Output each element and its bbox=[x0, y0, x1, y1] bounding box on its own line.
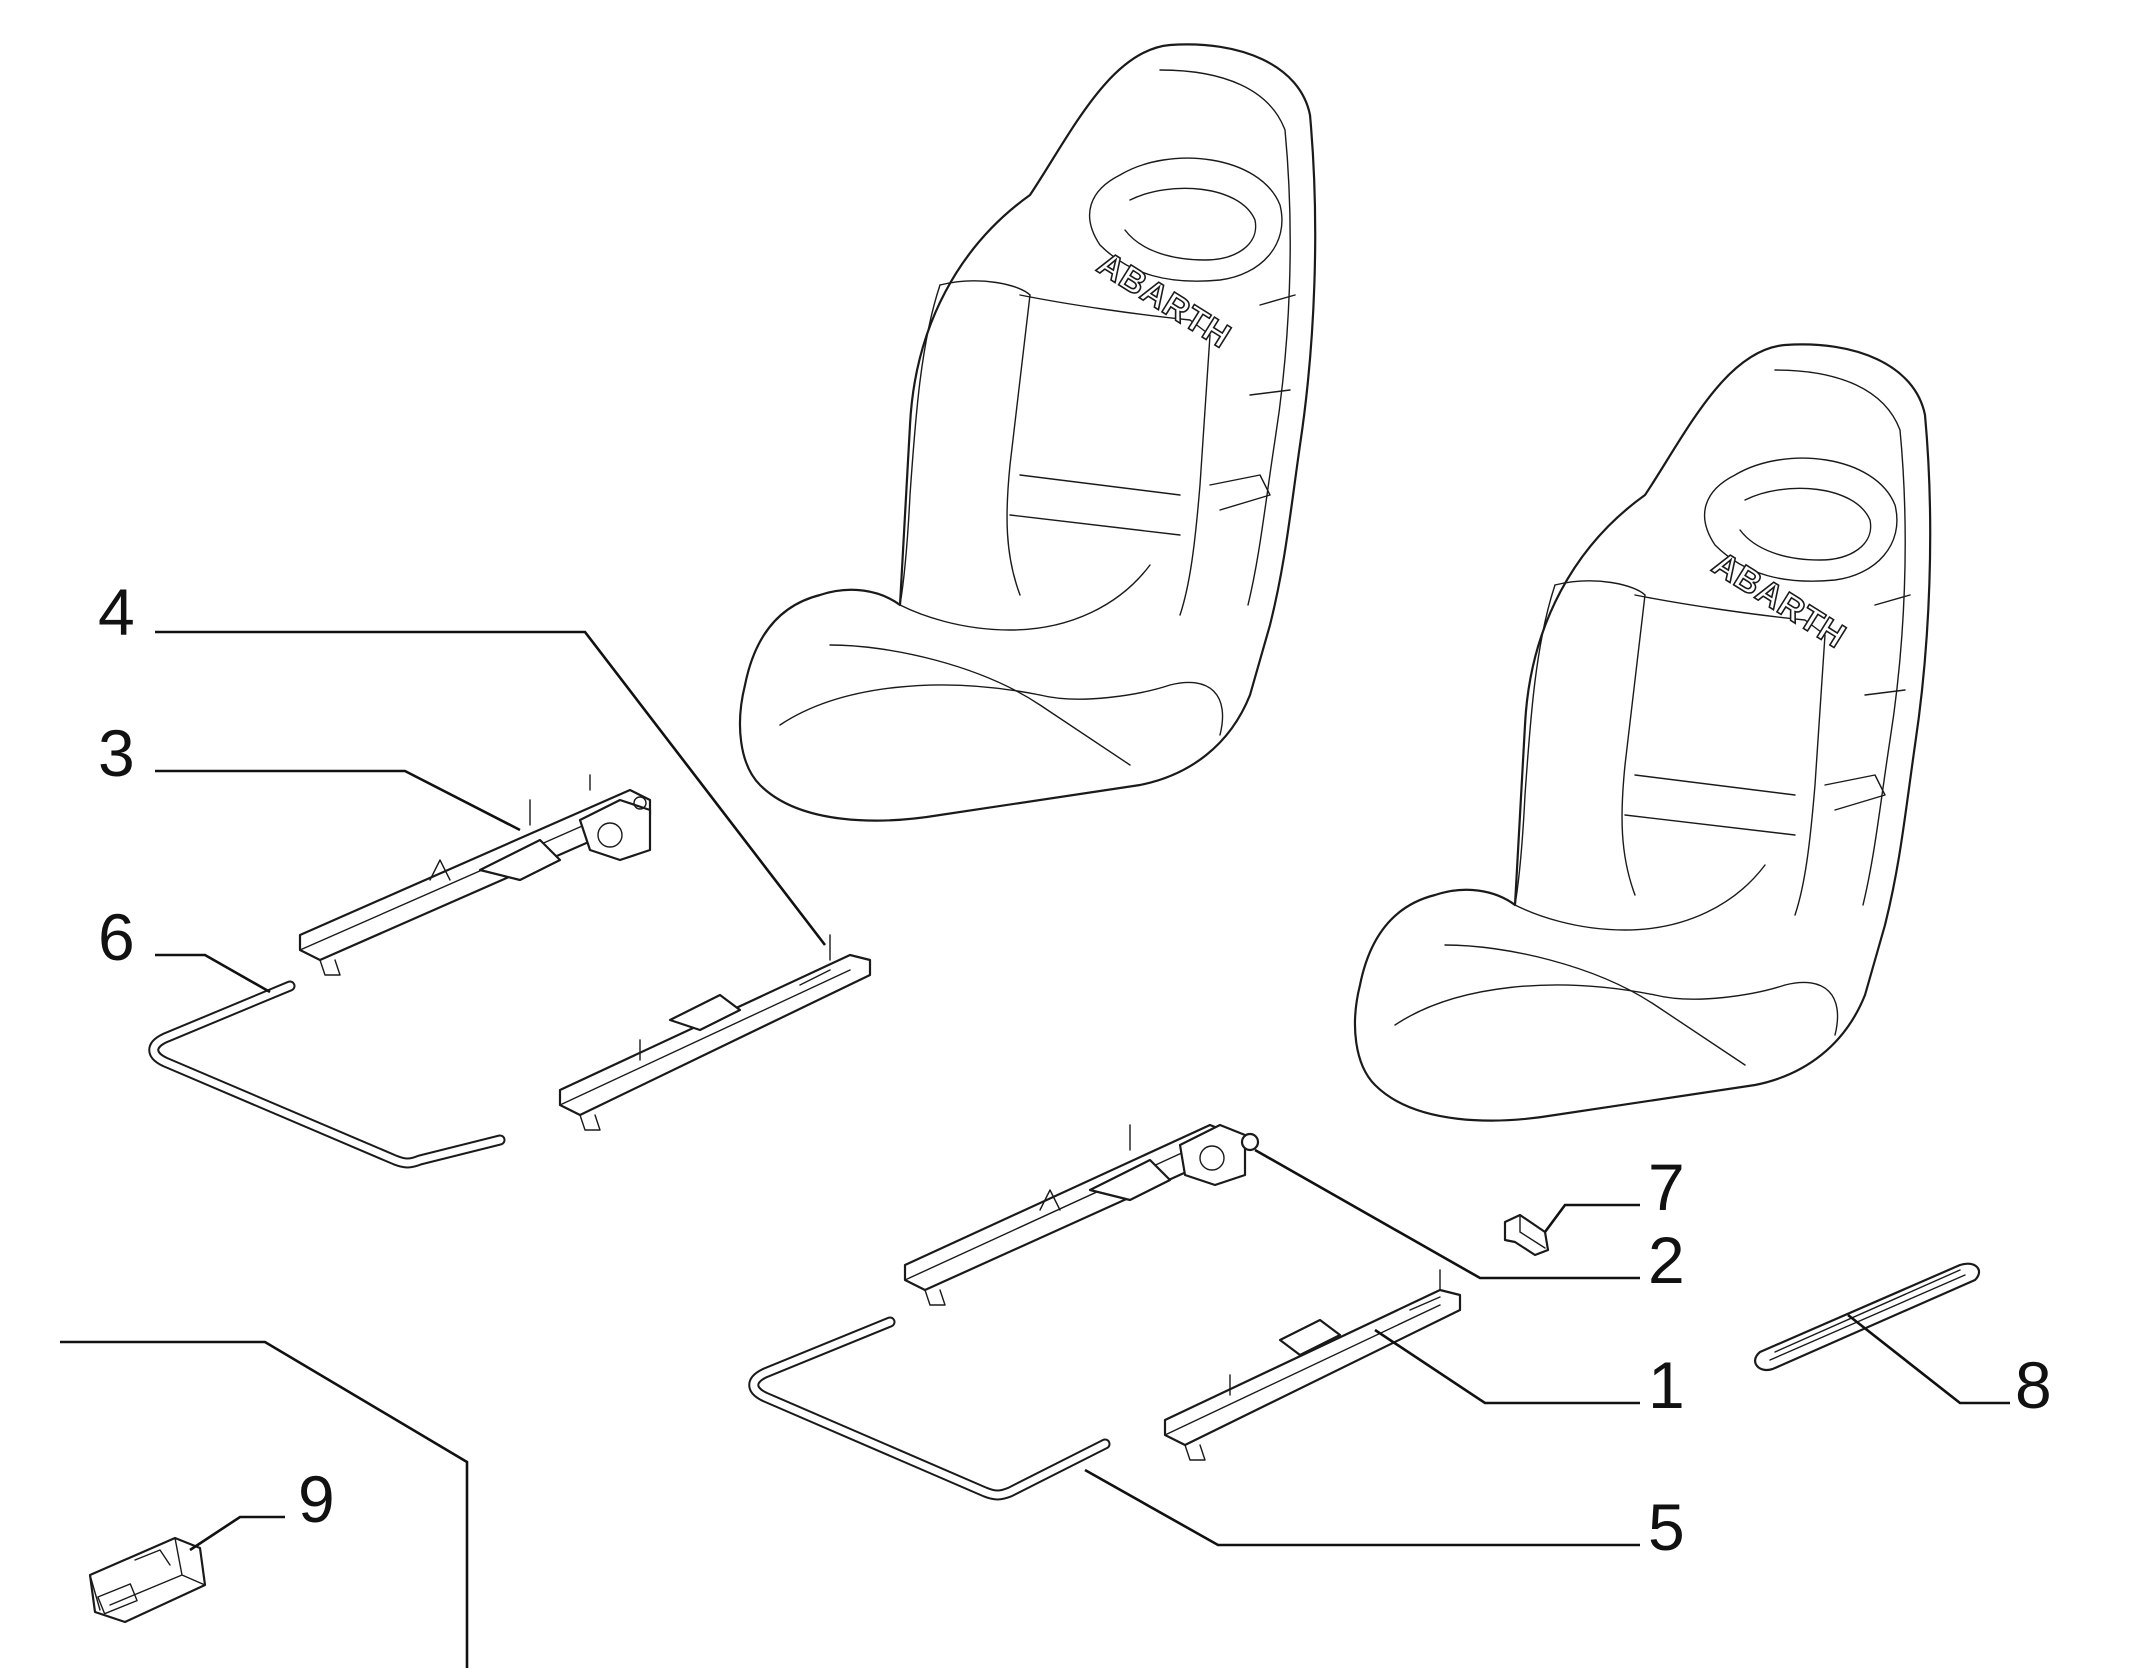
leader-1 bbox=[1374, 1328, 1640, 1405]
callout-7: 7 bbox=[1648, 1150, 1685, 1224]
leader-7 bbox=[1543, 1203, 1640, 1233]
leader-9 bbox=[189, 1515, 285, 1552]
callout-5: 5 bbox=[1648, 1490, 1685, 1564]
seat-rail-with-lever-left bbox=[298, 774, 652, 976]
seat-rail-left bbox=[558, 934, 872, 1131]
leader-5 bbox=[1084, 1468, 1640, 1547]
towel-rod-left bbox=[148, 980, 506, 1169]
callout-3: 3 bbox=[98, 716, 135, 790]
towel-rod-right bbox=[748, 1316, 1111, 1501]
seat-rail-with-lever-right bbox=[903, 1123, 1260, 1306]
clip-part bbox=[1503, 1213, 1550, 1257]
seat-upper-logo: ABARTH bbox=[1091, 245, 1238, 356]
leader-8 bbox=[1847, 1313, 2010, 1405]
seat-lower-logo: ABARTH bbox=[1706, 545, 1853, 656]
trim-strip-part bbox=[1754, 1262, 1981, 1371]
callout-8: 8 bbox=[2015, 1348, 2052, 1422]
leader-6 bbox=[155, 953, 271, 994]
leader-4 bbox=[155, 630, 827, 946]
seat-lower: ABARTH bbox=[1353, 343, 1932, 1122]
callout-1: 1 bbox=[1648, 1348, 1685, 1422]
callout-9: 9 bbox=[298, 1462, 335, 1536]
callout-4: 4 bbox=[98, 575, 135, 649]
section-divider bbox=[60, 1340, 469, 1668]
seat-upper: ABARTH bbox=[738, 43, 1317, 822]
leader-3 bbox=[155, 769, 521, 832]
leader-2 bbox=[1254, 1148, 1640, 1280]
seat-rail-right bbox=[1163, 1269, 1462, 1461]
callout-6: 6 bbox=[98, 900, 135, 974]
electrical-connector-part bbox=[88, 1536, 207, 1624]
callout-2: 2 bbox=[1648, 1223, 1685, 1297]
